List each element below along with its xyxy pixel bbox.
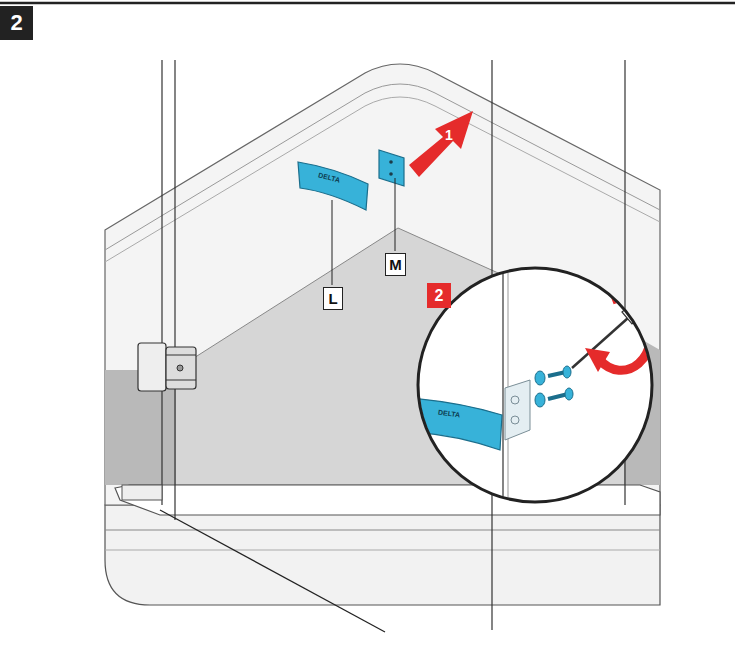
tray-wall-line bbox=[105, 84, 660, 250]
glass-edge bbox=[161, 60, 162, 505]
brand-mark: DELTA bbox=[317, 171, 340, 183]
tray-base-line bbox=[105, 550, 660, 551]
arrow-number: 1 bbox=[445, 128, 453, 142]
seal bbox=[122, 485, 162, 500]
tray-wall-line bbox=[105, 97, 660, 262]
callout-number: 2 bbox=[435, 288, 444, 304]
step-number: 2 bbox=[0, 6, 33, 40]
header-rule bbox=[0, 2, 735, 5]
door-edge bbox=[160, 510, 385, 632]
part-letter: L bbox=[323, 287, 343, 310]
tray-base bbox=[105, 505, 660, 605]
leader-line bbox=[395, 178, 396, 251]
arrow-callout: 1 bbox=[405, 105, 477, 180]
detail-inset bbox=[410, 260, 668, 510]
hinge bbox=[138, 343, 196, 391]
callout-number: 2 bbox=[10, 12, 22, 34]
callout-number: M bbox=[389, 257, 402, 272]
handle-part bbox=[298, 162, 368, 210]
brand-mark: DELTA bbox=[438, 408, 461, 418]
arrow-shape bbox=[405, 105, 477, 180]
mounting-plate bbox=[379, 150, 404, 186]
leader-line bbox=[332, 200, 333, 285]
callout-number: L bbox=[328, 291, 337, 306]
tray-wall bbox=[105, 64, 660, 505]
glass-edge bbox=[174, 60, 175, 520]
tray-base-line bbox=[105, 530, 660, 531]
substep-number: 2 bbox=[427, 283, 451, 308]
part-letter: M bbox=[385, 253, 406, 276]
